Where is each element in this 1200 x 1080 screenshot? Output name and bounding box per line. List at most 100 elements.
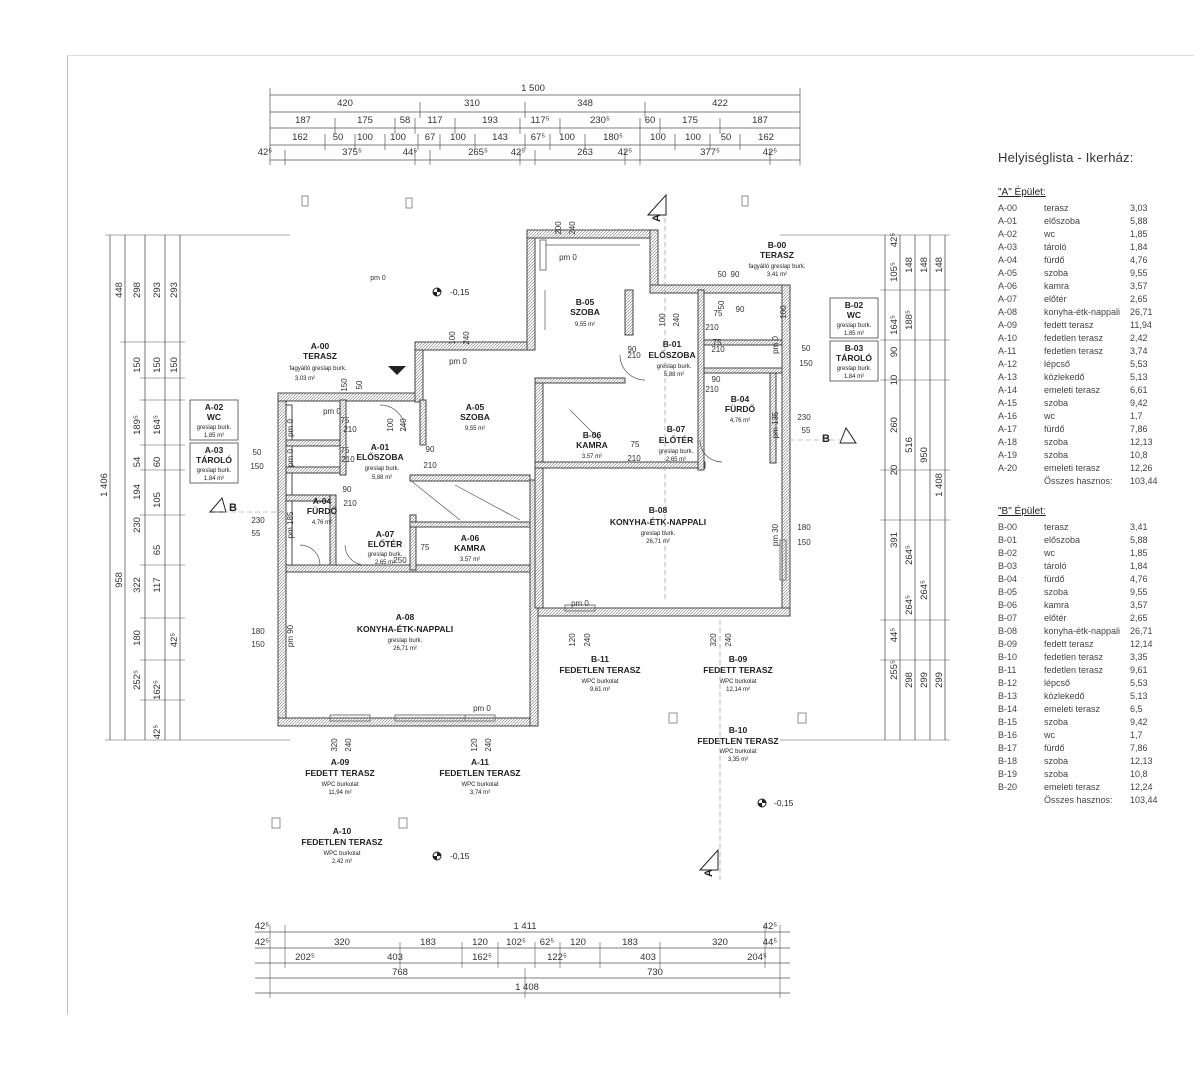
svg-text:264⁵: 264⁵ bbox=[904, 595, 915, 615]
svg-text:ELŐSZOBA: ELŐSZOBA bbox=[648, 349, 695, 360]
svg-text:50: 50 bbox=[721, 132, 732, 143]
room-code: B-13 bbox=[998, 691, 1018, 701]
svg-text:50: 50 bbox=[717, 300, 726, 309]
room-name: emeleti terasz bbox=[1044, 463, 1101, 473]
svg-text:100: 100 bbox=[390, 132, 406, 143]
room-a02: A-02 WC greslap burk. 1,85 m² bbox=[197, 402, 232, 439]
svg-text:164⁵: 164⁵ bbox=[152, 415, 163, 435]
room-area: 10,8 bbox=[1130, 450, 1148, 460]
svg-text:B-10: B-10 bbox=[729, 725, 748, 735]
svg-text:1 408: 1 408 bbox=[515, 982, 539, 993]
svg-text:pm 185: pm 185 bbox=[286, 511, 295, 538]
svg-text:10: 10 bbox=[889, 375, 900, 386]
svg-text:greslap burk.: greslap burk. bbox=[837, 323, 872, 329]
svg-text:3,57 m²: 3,57 m² bbox=[582, 454, 602, 460]
svg-text:210: 210 bbox=[341, 455, 355, 464]
svg-text:42⁵: 42⁵ bbox=[169, 633, 180, 648]
svg-text:B-00: B-00 bbox=[768, 240, 787, 250]
svg-text:105: 105 bbox=[152, 492, 163, 508]
svg-text:299: 299 bbox=[919, 672, 930, 688]
room-code: A-18 bbox=[998, 437, 1018, 447]
room-area: 1,84 bbox=[1130, 242, 1148, 252]
svg-text:FEDETT TERASZ: FEDETT TERASZ bbox=[703, 665, 772, 675]
svg-text:150: 150 bbox=[152, 357, 163, 373]
room-area: 3,41 bbox=[1130, 522, 1148, 532]
entrance-arrow-icon bbox=[388, 366, 406, 375]
svg-text:A-00: A-00 bbox=[311, 341, 330, 351]
svg-text:202⁵: 202⁵ bbox=[295, 952, 315, 963]
svg-text:322: 322 bbox=[132, 577, 143, 593]
svg-text:pm 0: pm 0 bbox=[771, 336, 780, 354]
svg-text:-0,15: -0,15 bbox=[450, 287, 470, 297]
svg-text:180: 180 bbox=[251, 627, 265, 636]
room-name: szoba bbox=[1044, 756, 1069, 766]
room-area: 6,5 bbox=[1130, 704, 1143, 714]
svg-text:greslap burk.: greslap burk. bbox=[197, 468, 232, 474]
svg-text:20: 20 bbox=[889, 465, 900, 476]
room-area: 1,84 bbox=[1130, 561, 1148, 571]
room-name: kamra bbox=[1044, 600, 1070, 610]
svg-text:264⁵: 264⁵ bbox=[904, 545, 915, 565]
room-area: 9,55 bbox=[1130, 587, 1148, 597]
room-code: A-05 bbox=[998, 268, 1018, 278]
svg-text:375⁵: 375⁵ bbox=[342, 147, 362, 158]
svg-text:11,94 m²: 11,94 m² bbox=[328, 790, 351, 796]
svg-text:210: 210 bbox=[423, 461, 437, 470]
room-name: szoba bbox=[1044, 717, 1069, 727]
room-b00: B-00 TERASZ fagyálló greslap burk. 3,41 … bbox=[748, 240, 805, 278]
room-a05: A-05 SZOBA 9,55 m² bbox=[460, 402, 490, 432]
room-area: 11,94 bbox=[1130, 320, 1152, 330]
svg-text:WC: WC bbox=[207, 412, 221, 422]
room-code: A-20 bbox=[998, 463, 1018, 473]
room-area: 5,13 bbox=[1130, 372, 1148, 382]
room-b05: B-05 SZOBA 9,55 m² bbox=[570, 297, 600, 328]
svg-text:4,76 m²: 4,76 m² bbox=[730, 418, 750, 424]
svg-text:75: 75 bbox=[714, 309, 723, 318]
room-area: 3,57 bbox=[1130, 281, 1148, 291]
svg-text:42⁵: 42⁵ bbox=[763, 147, 778, 158]
svg-text:3,35 m²: 3,35 m² bbox=[728, 757, 748, 763]
svg-text:A-06: A-06 bbox=[461, 533, 480, 543]
svg-text:320: 320 bbox=[709, 633, 718, 647]
svg-text:252⁵: 252⁵ bbox=[132, 670, 143, 690]
svg-text:greslap burk.: greslap burk. bbox=[641, 531, 676, 537]
svg-text:240: 240 bbox=[484, 738, 493, 752]
room-name: terasz bbox=[1044, 522, 1069, 532]
svg-text:75: 75 bbox=[341, 446, 350, 455]
svg-text:greslap burk.: greslap burk. bbox=[388, 638, 423, 644]
room-code: A-08 bbox=[998, 307, 1018, 317]
room-a03: A-03 TÁROLÓ greslap burk. 1,84 m² bbox=[196, 445, 232, 482]
room-name: lépcső bbox=[1044, 678, 1071, 688]
room-area: 1,85 bbox=[1130, 548, 1148, 558]
svg-text:FEDETLEN TERASZ: FEDETLEN TERASZ bbox=[697, 736, 778, 746]
svg-text:90: 90 bbox=[736, 305, 745, 314]
svg-text:240: 240 bbox=[583, 633, 592, 647]
room-code: B-17 bbox=[998, 743, 1018, 753]
svg-text:pm 0: pm 0 bbox=[323, 407, 341, 416]
svg-text:greslap burk.: greslap burk. bbox=[659, 449, 694, 455]
svg-text:193: 193 bbox=[482, 115, 498, 126]
svg-text:180: 180 bbox=[132, 630, 143, 646]
room-name: fedett terasz bbox=[1044, 639, 1094, 649]
svg-text:100: 100 bbox=[559, 132, 575, 143]
svg-text:260: 260 bbox=[889, 417, 900, 433]
svg-text:KAMRA: KAMRA bbox=[576, 440, 608, 450]
room-code: B-18 bbox=[998, 756, 1018, 766]
room-name: fedett terasz bbox=[1044, 320, 1094, 330]
svg-text:26,71 m²: 26,71 m² bbox=[646, 539, 670, 545]
room-name: fedetlen terasz bbox=[1044, 652, 1104, 662]
svg-text:120: 120 bbox=[568, 633, 577, 647]
svg-text:A-10: A-10 bbox=[333, 826, 352, 836]
svg-text:WC: WC bbox=[847, 310, 861, 320]
